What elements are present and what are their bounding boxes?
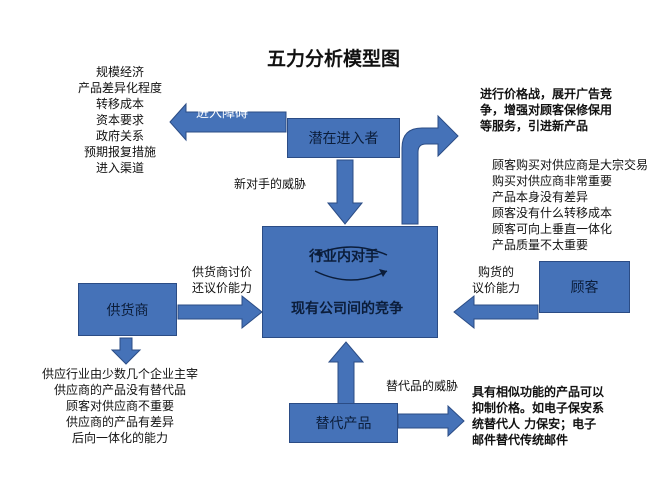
rivalry-circle-icon [314,246,388,281]
buyer-condition: 产品质量不太重要 [492,238,589,252]
buyer-bargain-label: 购货的 议价能力 [456,264,536,296]
buyer-condition: 购买对供应商非常重要 [492,174,613,188]
substitutes-label: 替代产品 [315,416,372,432]
buyer-power-conditions: 顾客购买对供应商是大宗交易 购买对供应商非常重要 产品本身没有差异 顾客没有什么… [492,157,648,253]
substitute-threat-label: 替代品的威胁 [386,379,459,393]
potential-entrants-label: 潜在进入者 [308,131,379,147]
substitute-desc-line: 邮件替代传统邮件 [472,433,569,447]
buyer-bargain-line: 购货的 [477,265,514,279]
barrier-item: 规模经济 [95,65,144,79]
substitute-desc-line: 具有相似功能的产品可以 [472,385,605,399]
supplier-list-arrow [110,337,142,365]
substitute-desc-arrow [397,404,465,438]
substitute-arrow [327,341,365,405]
supplier-arrow [177,294,263,330]
supplier-bargain-line: 供货商讨价 [191,265,252,279]
entry-barrier-label: 进入障碍 [196,106,249,121]
diagram-title: 五力分析模型图 [266,48,400,70]
buyer-bargain-line: 议价能力 [471,281,520,295]
barrier-item: 转移成本 [95,97,144,111]
rivals-label: 行业内对手 [309,249,379,265]
supplier-box: 供货商 [78,283,177,336]
entrant-threat-arrow [326,159,364,225]
buyer-condition: 顾客购买对供应商是大宗交易 [492,158,649,172]
barrier-item: 进入渠道 [95,161,144,175]
substitute-desc-line: 抑制价格。如电子保安系 [472,401,605,415]
supplier-label: 供货商 [106,302,149,319]
buyer-condition: 顾客没有什么转移成本 [492,206,613,220]
buyer-condition: 顾客可向上垂直一体化 [492,222,613,236]
substitute-description: 具有相似功能的产品可以 抑制价格。如电子保安系 统替代人 力保安；电子 邮件替代… [472,384,604,448]
buyer-arrow [453,294,539,330]
supplier-condition: 供应商的产品没有替代品 [53,383,186,397]
competitor-strategies: 进行价格战，展开广告竞 争，增强对顾客保修保用 等服务，引进新产品 [480,86,612,134]
strategy-arrow [401,114,459,225]
barriers-list: 规模经济 产品差异化程度 转移成本 资本要求 政府关系 预期报复措施 进入渠道 [60,64,180,176]
entry-barrier-arrow [169,102,287,142]
supplier-condition: 供应行业由少数几个企业主宰 [41,367,198,381]
strategy-line: 争，增强对顾客保修保用 [480,103,613,117]
competition-label: 现有公司间的竞争 [291,301,403,317]
barrier-item: 产品差异化程度 [77,81,162,95]
supplier-bargain-line: 还议价能力 [191,281,252,295]
industry-rivalry-box: 行业内对手 现有公司间的竞争 [262,226,438,338]
supplier-condition: 供应商的产品有差异 [65,415,174,429]
substitute-desc-line: 统替代人 力保安；电子 [472,417,597,431]
barrier-item: 预期报复措施 [83,145,156,159]
barrier-item: 资本要求 [95,113,144,127]
buyer-condition: 产品本身没有差异 [492,190,589,204]
strategy-line: 进行价格战，展开广告竞 [480,87,613,101]
supplier-condition: 顾客对供应商不重要 [65,399,174,413]
customer-box: 顾客 [539,261,630,313]
new-rival-threat-label: 新对手的威胁 [234,177,307,191]
customer-label: 顾客 [570,280,599,296]
supplier-condition: 后向一体化的能力 [71,431,168,445]
barrier-item: 政府关系 [95,129,144,143]
strategy-line: 等服务，引进新产品 [480,119,589,133]
potential-entrants-box: 潜在进入者 [287,118,400,158]
supplier-bargain-label: 供货商讨价 还议价能力 [182,264,262,296]
supplier-power-conditions: 供应行业由少数几个企业主宰 供应商的产品没有替代品 顾客对供应商不重要 供应商的… [20,366,220,446]
substitutes-box: 替代产品 [289,403,398,443]
